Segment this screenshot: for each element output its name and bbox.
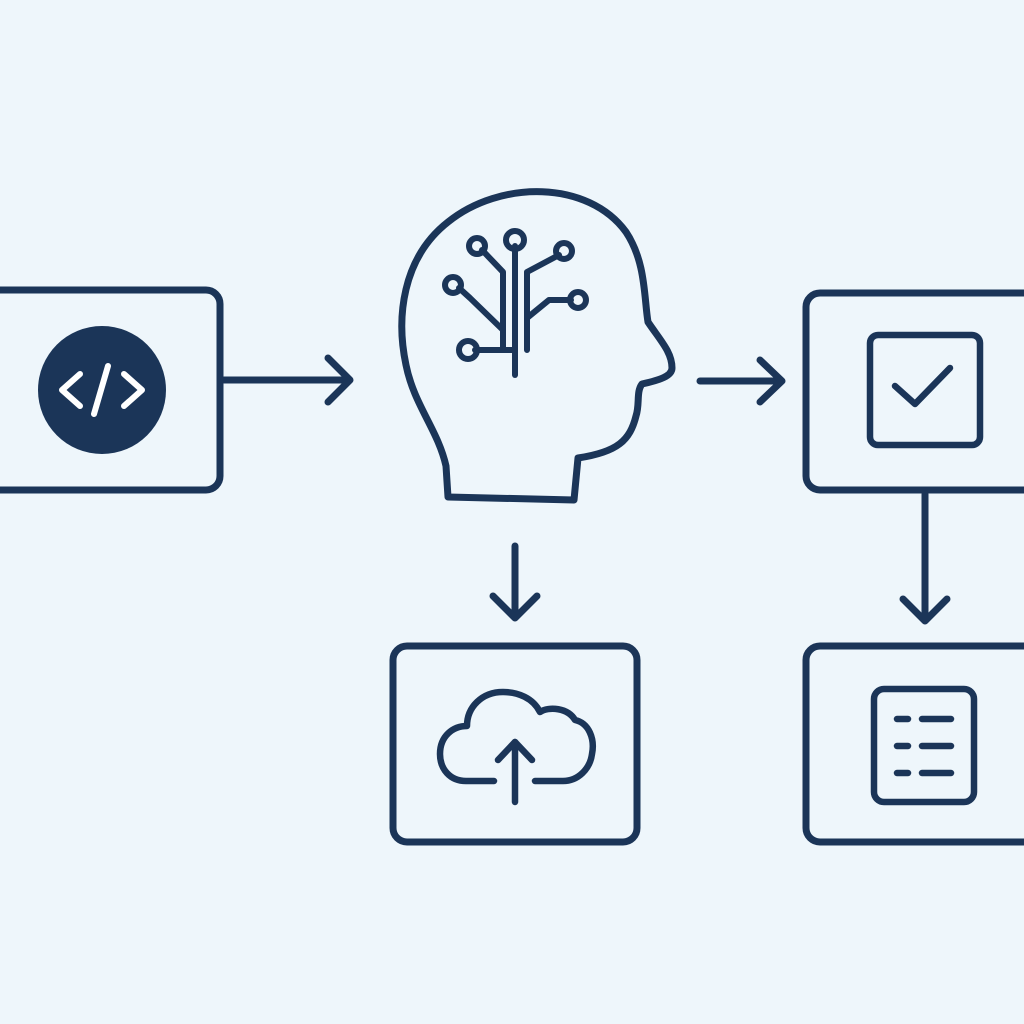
- node-report: [802, 642, 1024, 846]
- node-cloud-upload: [389, 642, 641, 846]
- checkbox-check-icon: [866, 331, 984, 449]
- node-approval: [802, 289, 1024, 494]
- edge-ai-brain-to-cloud-upload: [489, 542, 541, 622]
- edge-approval-to-report: [899, 490, 951, 625]
- edge-ai-brain-to-approval: [696, 356, 786, 406]
- document-list-icon: [870, 685, 978, 806]
- node-code: [0, 286, 224, 494]
- code-box: [0, 286, 224, 494]
- brain-circuit-icon: [442, 228, 589, 378]
- approval-box: [802, 289, 1024, 494]
- cloud-upload-icon: [436, 688, 596, 806]
- head-outline: [398, 188, 676, 504]
- node-ai-brain: [398, 188, 676, 504]
- edge-code-to-ai-brain: [220, 354, 354, 406]
- code-icon: [38, 326, 166, 454]
- cloud-upload-box: [389, 642, 641, 846]
- report-box: [802, 642, 1024, 846]
